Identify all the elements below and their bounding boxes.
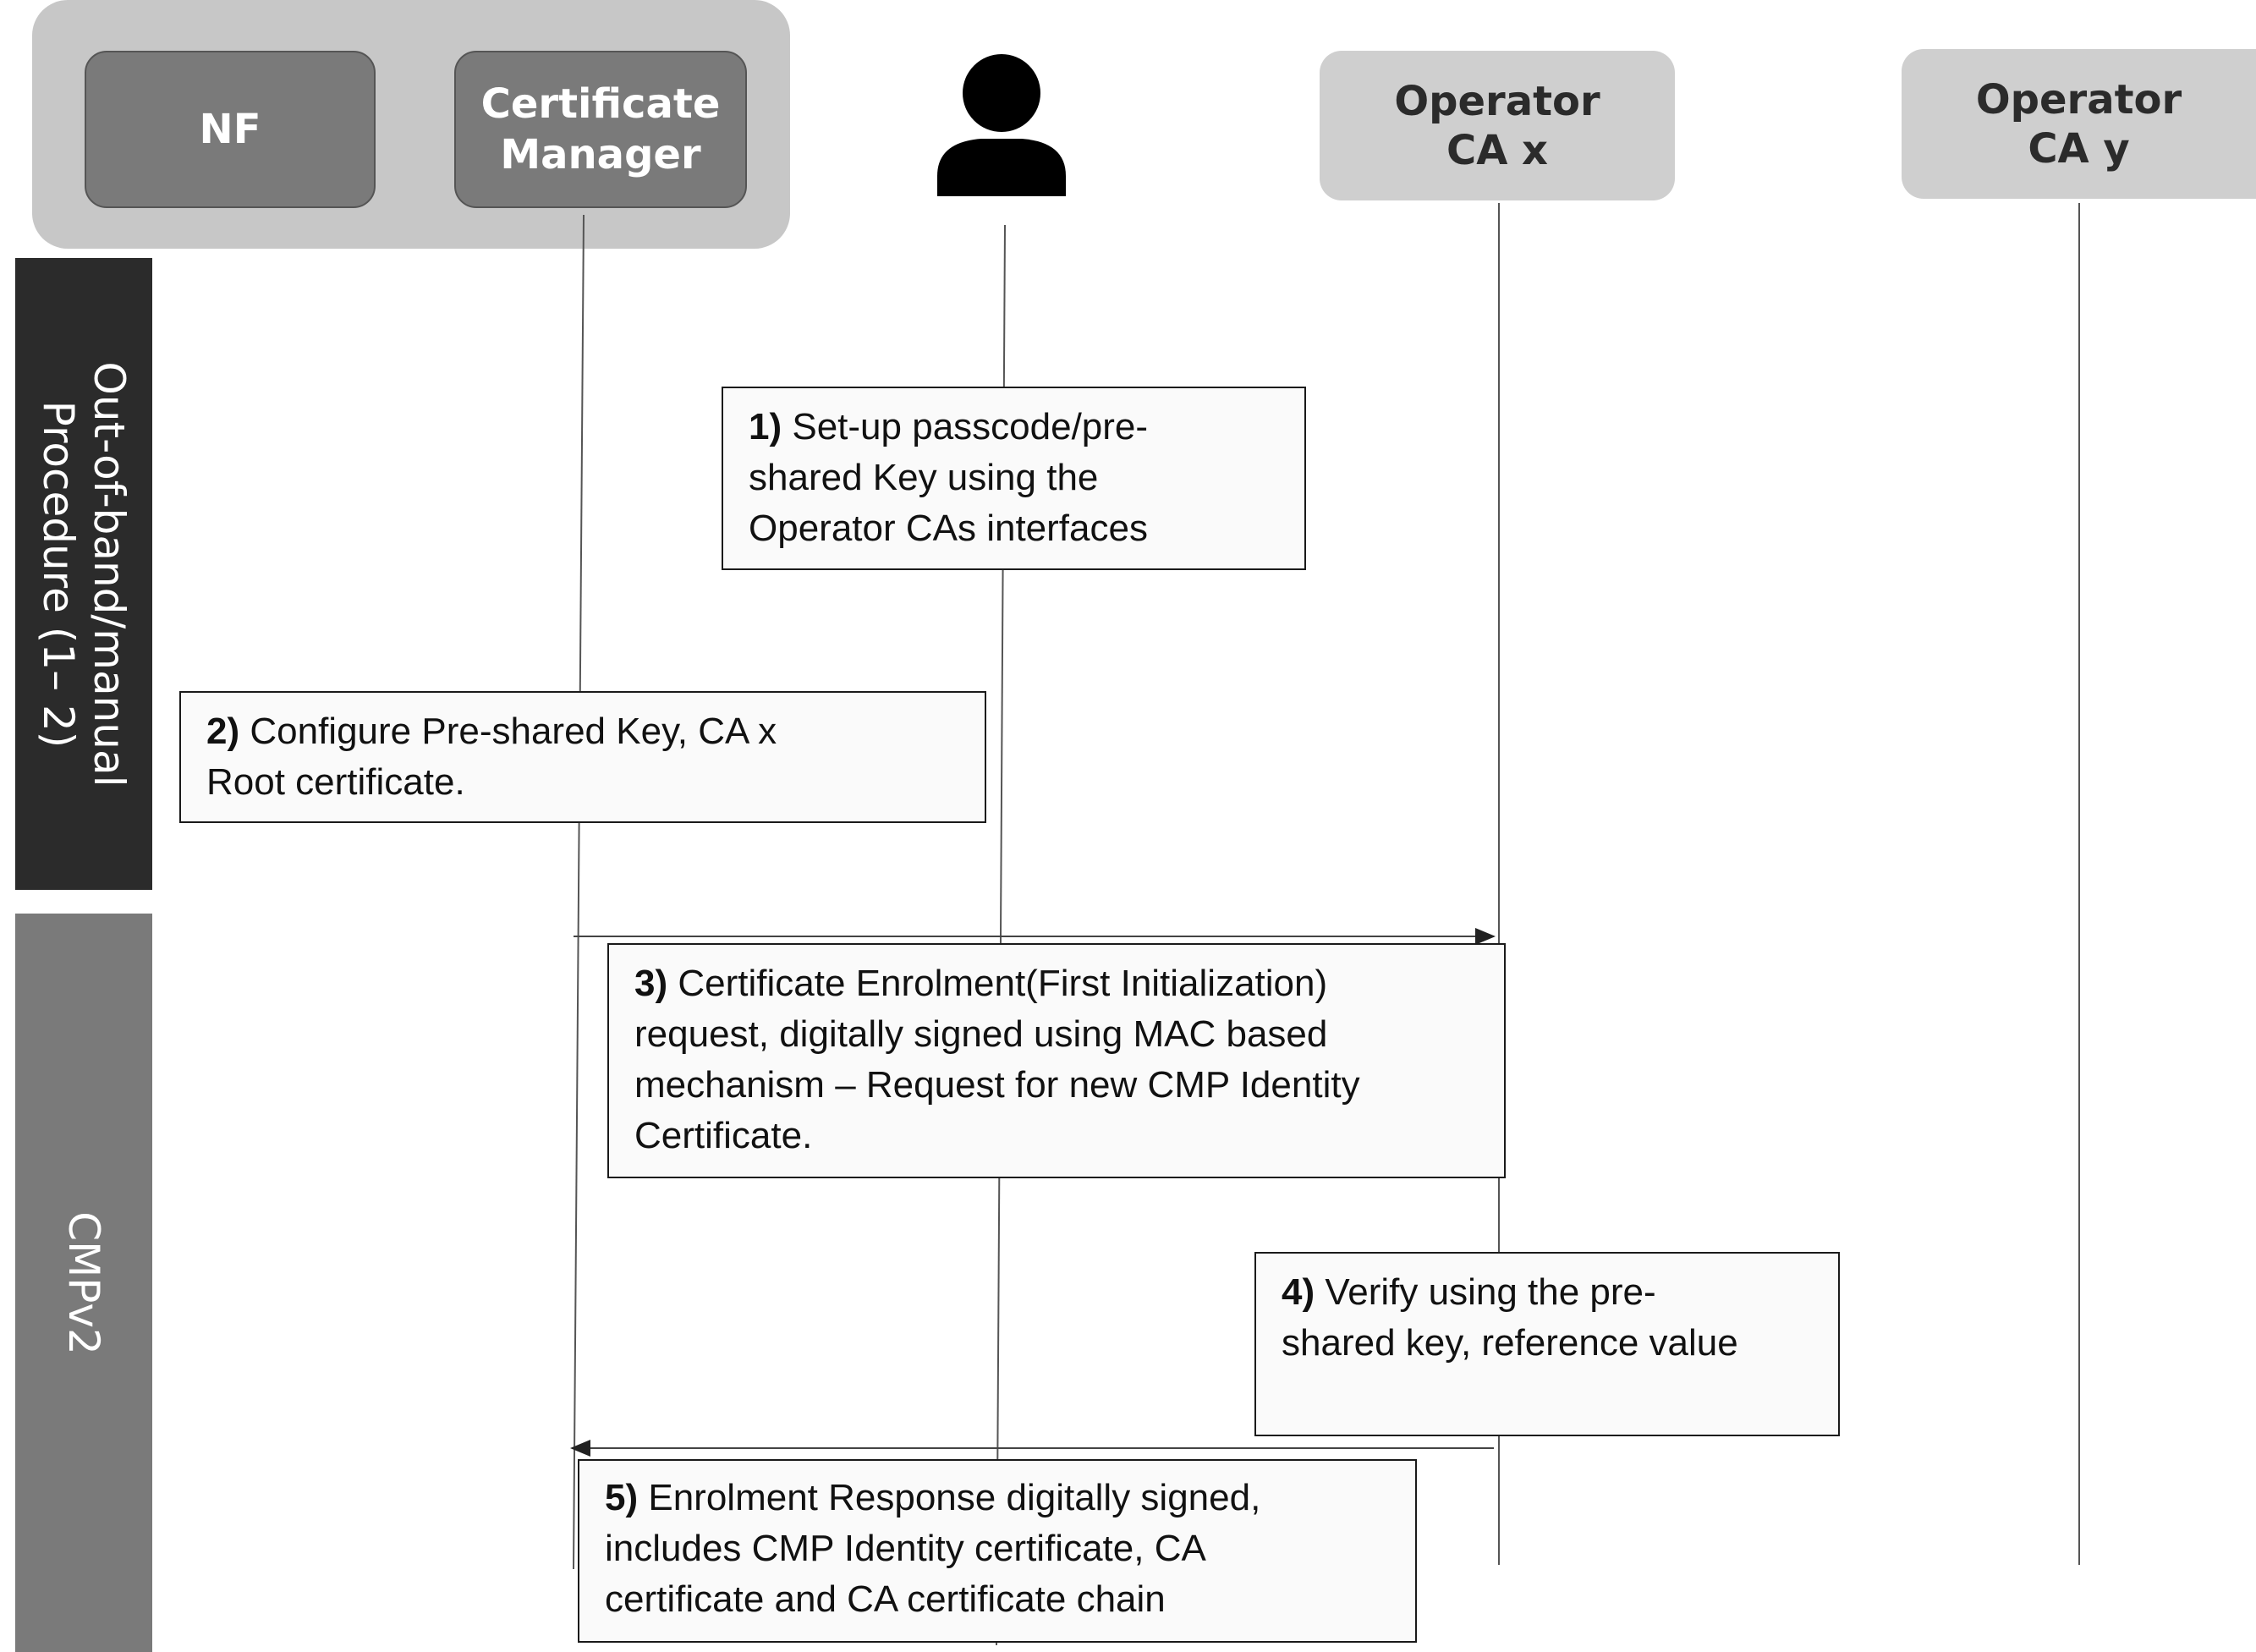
step-4-text: Verify using the pre- bbox=[1325, 1271, 1656, 1313]
step-3-note: 3) Certificate Enrolment(First Initializ… bbox=[607, 943, 1506, 1178]
person-silhouette-icon bbox=[937, 54, 1066, 196]
step-3-line-1: 3) Certificate Enrolment(First Initializ… bbox=[634, 958, 1479, 1009]
step-1-line-1: 1) Set-up passcode/pre- bbox=[749, 402, 1279, 453]
step-2-text: Configure Pre-shared Key, CA x bbox=[250, 711, 777, 752]
step-4-line-2: shared key, reference value bbox=[1282, 1322, 1738, 1364]
step-1-note: 1) Set-up passcode/pre- shared Key using… bbox=[722, 387, 1306, 570]
step-4-number: 4) bbox=[1282, 1271, 1315, 1313]
step-5-line-1: 5) Enrolment Response digitally signed, bbox=[605, 1473, 1390, 1523]
participant-operator-ca-y-line-2: CA y bbox=[2028, 124, 2130, 173]
step-1-text: Set-up passcode/pre- bbox=[792, 406, 1149, 447]
participant-operator-ca-x-line-1: Operator bbox=[1394, 77, 1600, 125]
step-3-line-3: mechanism – Request for new CMP Identity bbox=[634, 1064, 1360, 1106]
step-1-number: 1) bbox=[749, 406, 782, 447]
step-2-line-2: Root certificate. bbox=[206, 761, 465, 803]
step-5-note: 5) Enrolment Response digitally signed, … bbox=[578, 1459, 1417, 1643]
participant-certificate-manager: Certificate Manager bbox=[454, 51, 747, 208]
participant-operator-ca-x-line-2: CA x bbox=[1446, 126, 1549, 174]
step-1-line-3: Operator CAs interfaces bbox=[749, 508, 1148, 549]
step-5-line-3: certificate and CA certificate chain bbox=[605, 1578, 1166, 1620]
step-5-number: 5) bbox=[605, 1477, 639, 1518]
step-1-line-2: shared Key using the bbox=[749, 457, 1099, 498]
lifeline-certificate-manager bbox=[573, 214, 585, 1570]
step-2-note: 2) Configure Pre-shared Key, CA x Root c… bbox=[179, 691, 986, 823]
step-5-text: Enrolment Response digitally signed, bbox=[648, 1477, 1261, 1518]
person-body-icon bbox=[937, 139, 1066, 196]
phase-out-of-band: Out-of-band/manual Procedure (1– 2) bbox=[15, 258, 152, 890]
person-head-icon bbox=[963, 54, 1040, 132]
participant-certificate-manager-line-2: Manager bbox=[500, 131, 701, 178]
step-5-line-2: includes CMP Identity certificate, CA bbox=[605, 1528, 1206, 1569]
step-2-line-1: 2) Configure Pre-shared Key, CA x bbox=[206, 706, 959, 757]
participant-operator-ca-x: Operator CA x bbox=[1320, 51, 1675, 200]
step-2-number: 2) bbox=[206, 711, 240, 752]
step-4-note: 4) Verify using the pre- shared key, ref… bbox=[1254, 1252, 1840, 1436]
step-3-line-4: Certificate. bbox=[634, 1115, 813, 1156]
participant-certificate-manager-line-1: Certificate bbox=[480, 80, 721, 128]
step-3-text: Certificate Enrolment(First Initializati… bbox=[678, 963, 1328, 1004]
participant-operator-ca-y: Operator CA y bbox=[1902, 49, 2256, 199]
step-3-line-2: request, digitally signed using MAC base… bbox=[634, 1013, 1328, 1055]
participant-nf-label: NF bbox=[199, 106, 261, 153]
step-4-line-1: 4) Verify using the pre- bbox=[1282, 1267, 1813, 1318]
step-3-number: 3) bbox=[634, 963, 668, 1004]
participant-nf: NF bbox=[85, 51, 376, 208]
phase-cmpv2: CMPv2 bbox=[15, 914, 152, 1652]
participant-operator-ca-y-line-1: Operator bbox=[1975, 75, 2182, 123]
